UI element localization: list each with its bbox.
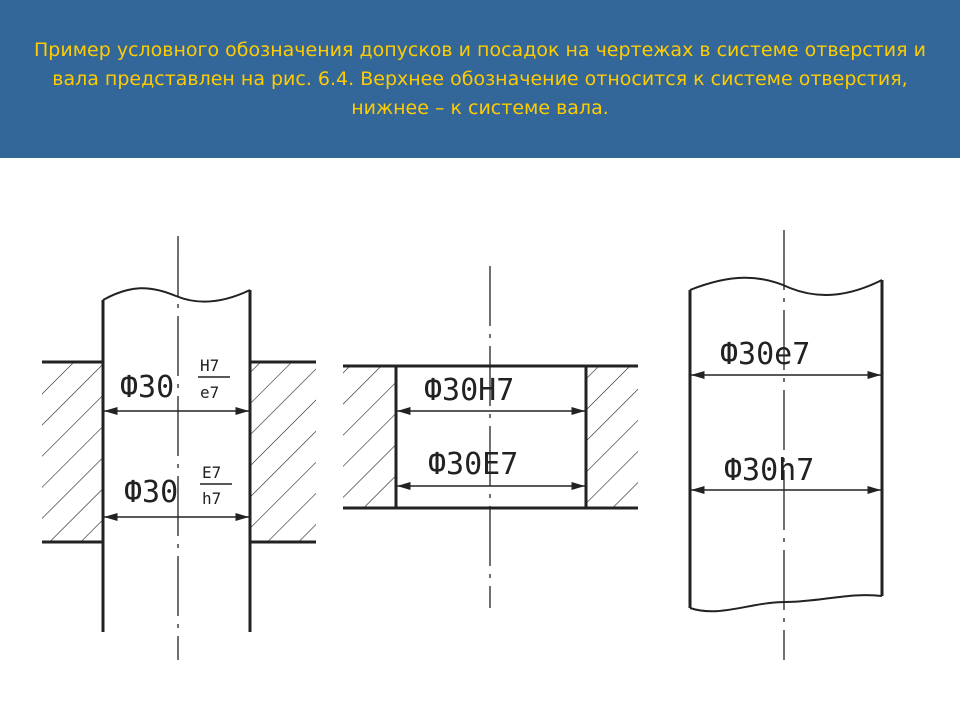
shaft-drawing: Ф30e7 Ф30h7: [688, 230, 884, 660]
assembly-break-line: [102, 287, 251, 303]
assembly-hatch-left: [42, 362, 103, 542]
assembly-top-prefix: Ф30: [120, 370, 174, 405]
slide-header: Пример условного обозначения допусков и …: [0, 0, 960, 158]
hole-hatch-left: [343, 366, 396, 508]
assembly-hatch-right: [250, 362, 316, 542]
assembly-bottom-prefix: Ф30: [124, 475, 178, 510]
shaft-top-label: Ф30e7: [720, 337, 810, 372]
assembly-bottom-denominator: h7: [202, 489, 221, 508]
shaft-bottom-label: Ф30h7: [724, 453, 814, 488]
hole-top-label: Ф30H7: [424, 373, 514, 408]
assembly-drawing: Ф30 H7 e7 Ф30 E7 h7: [42, 236, 316, 660]
shaft-break-bottom: [689, 594, 883, 613]
hole-hatch-right: [586, 366, 638, 508]
assembly-top-denominator: e7: [200, 383, 219, 402]
hole-drawing: Ф30H7 Ф30E7: [343, 266, 638, 608]
hole-bottom-label: Ф30E7: [428, 447, 518, 482]
shaft-break-top: [689, 276, 883, 296]
header-text: Пример условного обозначения допусков и …: [34, 38, 926, 119]
tolerance-figure: Ф30 H7 e7 Ф30 E7 h7 Ф30H7 Ф30E7 Ф30e7 Ф3…: [42, 230, 884, 660]
assembly-top-numerator: H7: [200, 356, 219, 375]
assembly-bottom-numerator: E7: [202, 463, 221, 482]
